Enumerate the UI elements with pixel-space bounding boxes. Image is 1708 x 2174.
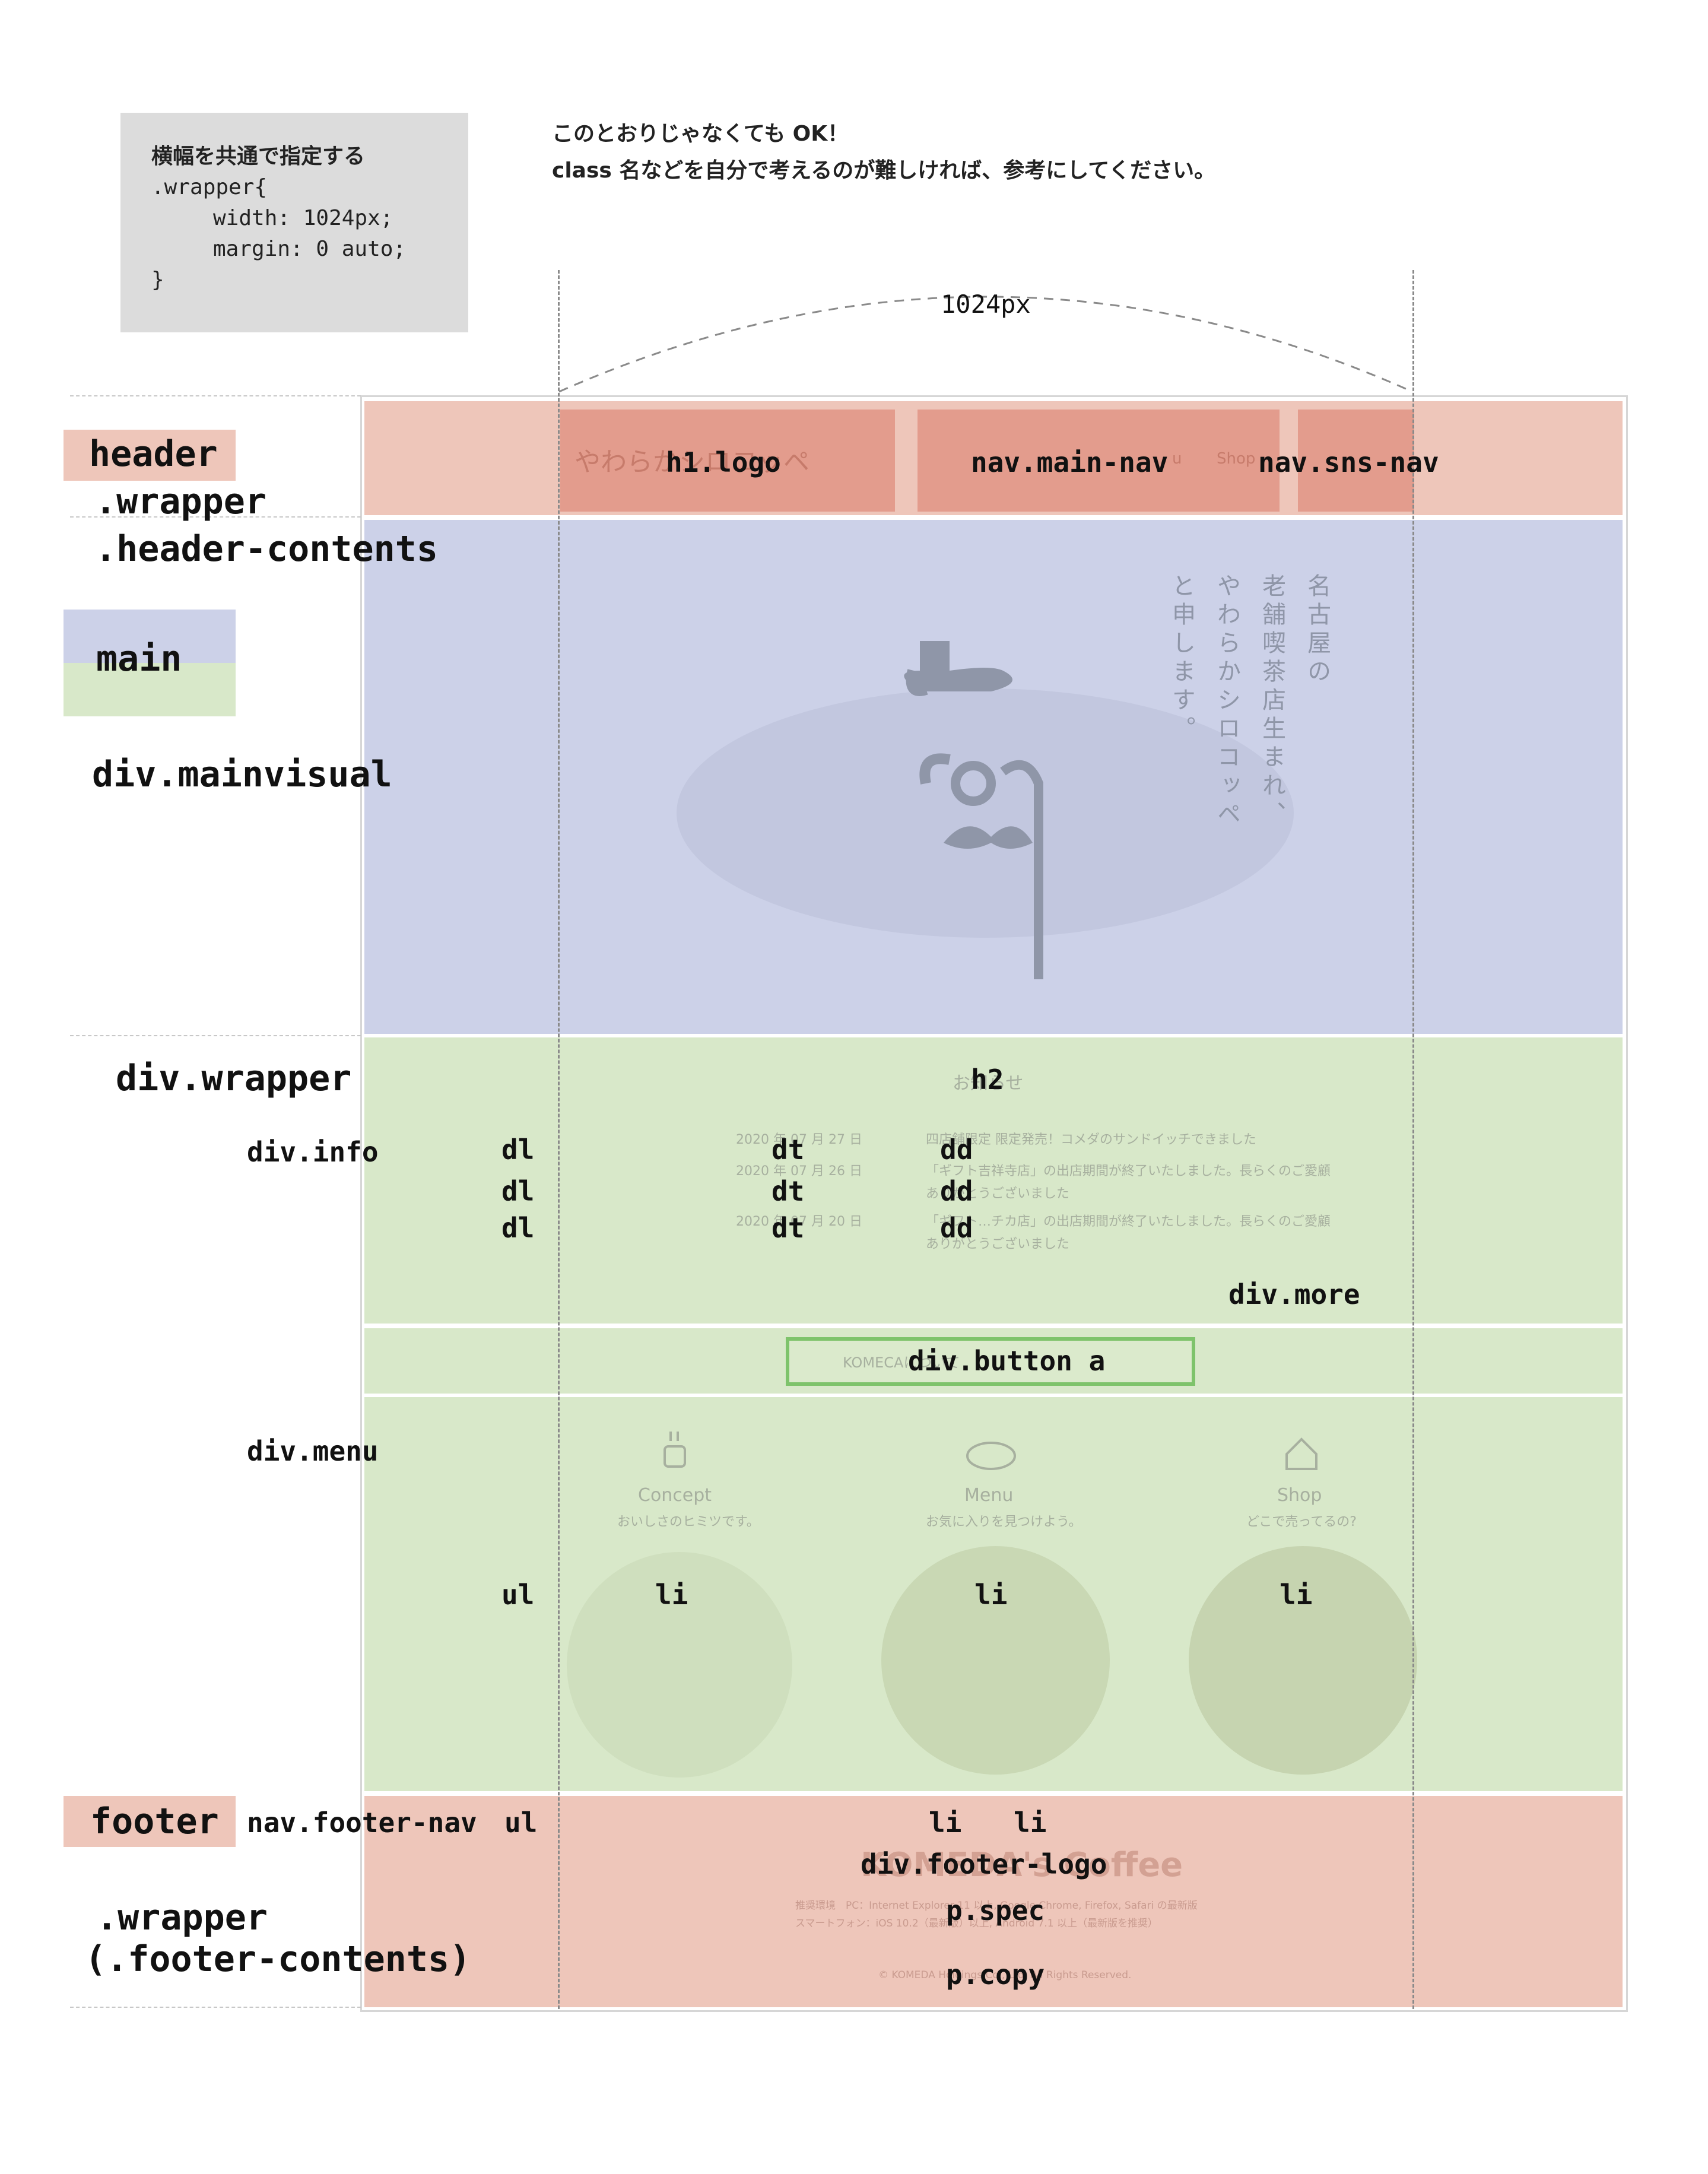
news-heading: お知らせ [953, 1073, 1024, 1094]
label-h2: h2 [971, 1064, 1004, 1096]
label-dt-1: dt [772, 1134, 805, 1166]
catch-col-4: と申します。 [1168, 573, 1195, 744]
logo-box [560, 410, 895, 512]
label-menu: div.menu [247, 1435, 379, 1467]
label-button: div.button a [908, 1345, 1106, 1377]
concept-image [567, 1552, 792, 1778]
label-dt-2: dt [772, 1175, 805, 1207]
page-frame [360, 395, 1628, 2012]
label-copy: p.copy [946, 1959, 1045, 1991]
site-nav-shop: Shop [1217, 450, 1256, 468]
label-li-3: li [1280, 1579, 1313, 1611]
catch-col-2: 老舗喫茶店生まれ、 [1258, 573, 1285, 830]
site-logo-text: やわらかシロコッペ [574, 447, 809, 477]
footer-tag [64, 1796, 236, 1847]
label-spec: p.spec [946, 1894, 1045, 1927]
code-note: 横幅を共通で指定する .wrapper{ width: 1024px; margin:… [120, 113, 468, 332]
news-text-3: 「ギフト…チカ店」の出店期間が終了いたしました。長らくのご愛顧ありがとうございま… [926, 1214, 1331, 1252]
footer-logo-text: KOMEDA's Coffee [861, 1846, 1183, 1884]
label-dd-1: dd [940, 1134, 973, 1166]
label-header: header [89, 433, 218, 475]
label-footer-li-1: li [929, 1807, 962, 1839]
catch-col-1: 名古屋の [1303, 573, 1331, 687]
main-nav-box [918, 410, 1280, 512]
sns-nav-box [1298, 410, 1414, 512]
shop-home-icon [1285, 1437, 1317, 1470]
menu-shop-sub: どこで売ってるの? [1246, 1515, 1357, 1529]
label-footer-li-2: li [1014, 1807, 1047, 1839]
about-button-text: KOMECAについて [843, 1354, 960, 1371]
main-tag-top [64, 610, 236, 663]
label-footer-ul: ul [504, 1807, 538, 1839]
label-footer: footer [90, 1801, 219, 1842]
label-more: div.more [1228, 1278, 1360, 1310]
guide-header-bottom [70, 516, 361, 518]
label-footer-logo: div.footer-logo [861, 1848, 1107, 1880]
menu-shop-title: Shop [1277, 1485, 1322, 1506]
width-arc [558, 296, 1413, 393]
main-tag-bottom [64, 663, 236, 716]
code-close: } [151, 268, 164, 292]
label-main-nav: nav.main-nav [971, 446, 1169, 478]
label-dd-3: dd [940, 1212, 973, 1244]
width-label: 1024px [941, 290, 1031, 319]
menu-menu-title: Menu [964, 1485, 1014, 1506]
wrapper-right-guide [1412, 270, 1414, 2009]
news-text-2: 「ギフト吉祥寺店」の出店期間が終了いたしました。長らくのご愛顧ありがとうございま… [926, 1164, 1331, 1201]
guide-main-bottom [70, 1035, 361, 1036]
spec-line-2: スマートフォン：iOS 10.2（最新版）以上, Android 7.1 以上（… [795, 1918, 1158, 1929]
label-dl-3: dl [501, 1212, 535, 1244]
mainvisual-illustration [677, 641, 1294, 979]
guide-footer-bottom [70, 2007, 361, 2008]
menu-concept-title: Concept [638, 1485, 712, 1506]
about-button[interactable] [786, 1337, 1195, 1386]
header-tag [64, 430, 236, 481]
label-h1-logo: h1.logo [666, 446, 781, 478]
label-mainvisual: div.mainvisual [92, 754, 392, 795]
catch-copy: 名古屋の 老舗喫茶店生まれ、 やわらかシロコッペ と申します。 [1164, 573, 1334, 830]
note-line-2: class 名などを自分で考えるのが難しければ、参考にしてください。 [552, 158, 1216, 183]
label-footer-wrapper: .wrapper [96, 1897, 268, 1938]
label-dd-2: dd [940, 1175, 973, 1207]
label-li-1: li [655, 1579, 688, 1611]
label-ul: ul [501, 1579, 535, 1611]
news-date-3: 2020 年 07 月 20 日 [736, 1214, 862, 1229]
label-dt-3: dt [772, 1212, 805, 1244]
code-selector: .wrapper{ [151, 175, 268, 199]
menu-concept-sub: おいしさのヒミツです。 [617, 1515, 760, 1529]
catch-col-3: やわらかシロコッペ [1213, 573, 1240, 830]
coffee-cup-icon [663, 1432, 686, 1468]
label-li-2: li [974, 1579, 1008, 1611]
label-div-wrapper: div.wrapper [116, 1058, 352, 1099]
label-header-contents: .header-contents [95, 528, 438, 570]
menu-image [881, 1546, 1110, 1775]
menu-menu-sub: お気に入りを見つけよう。 [926, 1515, 1082, 1529]
label-dl-1: dl [501, 1134, 535, 1166]
label-main: main [96, 638, 182, 680]
guide-top [70, 395, 361, 396]
shop-image [1189, 1546, 1417, 1775]
label-dl-2: dl [501, 1175, 535, 1207]
label-footer-nav: nav.footer-nav [247, 1807, 477, 1839]
spec-line-1: 推奨環境 PC：Internet Explorer 11 以上, Google … [795, 1900, 1198, 1912]
code-margin: margin: 0 auto; [213, 237, 407, 261]
label-sns-nav: nav.sns-nav [1258, 446, 1439, 478]
code-comment: 横幅を共通で指定する [151, 144, 366, 169]
site-nav-u: u [1172, 450, 1182, 468]
news-text-1: 四店舗限定 限定発売！コメダのサンドイッチできました [926, 1132, 1256, 1147]
bread-icon [966, 1442, 1016, 1470]
news-date-2: 2020 年 07 月 26 日 [736, 1164, 862, 1179]
label-info: div.info [247, 1136, 379, 1168]
news-date-1: 2020 年 07 月 27 日 [736, 1132, 862, 1147]
note-line-1: このとおりじゃなくても OK！ [552, 122, 849, 146]
label-wrapper: .wrapper [95, 481, 266, 522]
wrapper-left-guide [558, 270, 560, 2009]
copyright-text: © KOMEDA Holdings Co., Ltd. All Rights R… [878, 1969, 1132, 1981]
code-width: width: 1024px; [213, 206, 393, 230]
label-footer-contents: (.footer-contents) [85, 1938, 471, 1980]
